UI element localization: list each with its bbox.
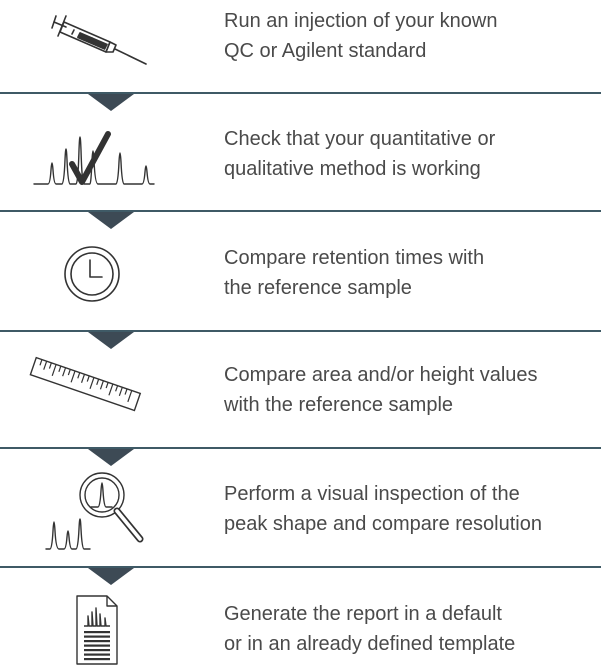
step-text-line2: or in an already defined template <box>224 633 516 655</box>
down-arrow-icon <box>88 94 134 111</box>
step-text-line2: peak shape and compare resolution <box>224 513 542 535</box>
step-text-line1: Compare area and/or height values <box>224 364 538 386</box>
divider <box>0 566 601 568</box>
divider <box>0 330 601 332</box>
step-6: Generate the report in a default or in a… <box>0 568 601 667</box>
chromatogram-check-icon <box>33 131 155 185</box>
step-text: Compare retention times with the referen… <box>224 243 484 303</box>
step-text-line2: QC or Agilent standard <box>224 40 427 62</box>
step-text: Run an injection of your known QC or Agi… <box>224 6 498 66</box>
magnifier-peaks-icon <box>45 472 144 550</box>
step-text-line1: Run an injection of your known <box>224 10 498 32</box>
down-arrow-icon <box>88 568 134 585</box>
step-text-line1: Check that your quantitative or <box>224 128 496 150</box>
syringe-icon <box>51 15 147 65</box>
step-text: Compare area and/or height values with t… <box>224 360 538 420</box>
step-5: Perform a visual inspection of the peak … <box>0 449 601 566</box>
step-text-line2: the reference sample <box>224 277 412 299</box>
step-text-line2: qualitative method is working <box>224 158 481 180</box>
step-text: Check that your quantitative or qualitat… <box>224 124 495 184</box>
ruler-icon <box>29 356 142 412</box>
step-text-line2: with the reference sample <box>224 394 454 416</box>
step-1: Run an injection of your known QC or Agi… <box>0 0 601 92</box>
step-text-line1: Compare retention times with <box>224 247 485 269</box>
divider <box>0 92 601 94</box>
clock-icon <box>64 246 120 302</box>
step-3: Compare retention times with the referen… <box>0 212 601 330</box>
down-arrow-icon <box>88 332 134 349</box>
report-document-icon <box>76 595 118 665</box>
step-text-line1: Generate the report in a default <box>224 603 502 625</box>
step-2: Check that your quantitative or qualitat… <box>0 94 601 210</box>
step-text-line1: Perform a visual inspection of the <box>224 483 520 505</box>
down-arrow-icon <box>88 449 134 466</box>
down-arrow-icon <box>88 212 134 229</box>
step-text: Perform a visual inspection of the peak … <box>224 479 542 539</box>
step-text: Generate the report in a default or in a… <box>224 599 515 659</box>
step-4: Compare area and/or height values with t… <box>0 332 601 447</box>
divider <box>0 210 601 212</box>
divider <box>0 447 601 449</box>
